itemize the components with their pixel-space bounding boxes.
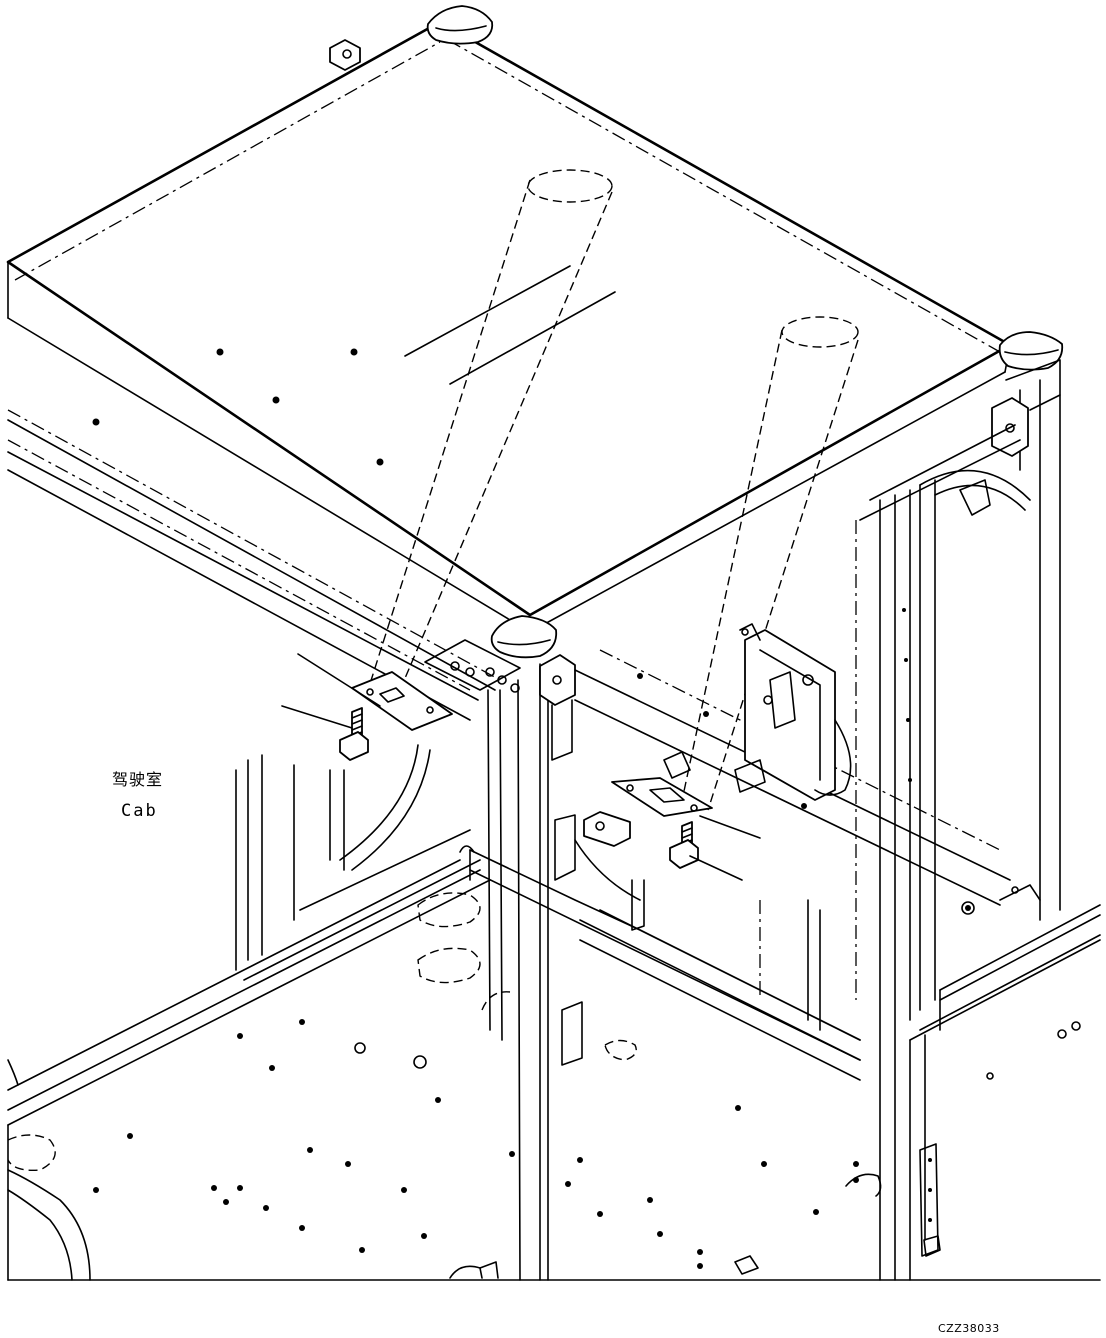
corner-caps — [426, 5, 1064, 659]
cab-label-english: Cab — [121, 801, 158, 821]
right-mount-bolt — [669, 815, 761, 881]
left-mount-bolt — [281, 653, 381, 761]
roof-holes — [92, 348, 384, 466]
rear-latch-bracket — [739, 623, 852, 801]
top-left-bracket — [329, 39, 361, 71]
left-mount-plate — [351, 671, 453, 731]
front-corner-post — [424, 639, 583, 1281]
assembly-lines — [367, 169, 859, 811]
top-left-bracket-hole — [342, 49, 352, 59]
cab-right-side — [855, 359, 1061, 1281]
right-lower-box — [909, 884, 1101, 1281]
right-mount-plate — [611, 777, 713, 817]
small-clip — [583, 751, 766, 847]
roof-panel — [6, 20, 1012, 633]
cab-left-side — [7, 409, 501, 971]
cab-label-chinese: 驾驶室 — [112, 770, 164, 789]
cab-lower-interior — [7, 829, 861, 1126]
floor-plate — [7, 892, 1101, 1281]
drawing-number: CZZ38033 — [938, 1322, 1000, 1335]
